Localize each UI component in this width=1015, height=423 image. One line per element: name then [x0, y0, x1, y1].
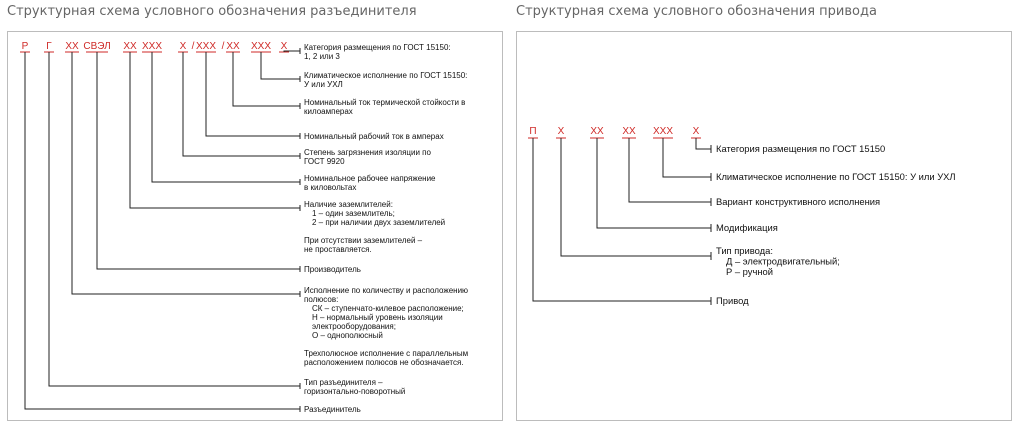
description-line: Н – нормальный уровень изоляции	[312, 313, 443, 322]
leader-line	[205, 52, 300, 137]
description-line: Тип разъединителя –	[304, 378, 383, 387]
description-line: Р – ручной	[726, 266, 773, 277]
description-line: У или УХЛ	[304, 80, 343, 89]
description-line: килоамперах	[304, 107, 353, 116]
description-line: 1, 2 или 3	[304, 52, 340, 61]
description-line: Вариант конструктивного исполнения	[716, 196, 880, 207]
description-line: Привод	[716, 295, 749, 306]
leader-line	[532, 138, 711, 302]
leader-line	[232, 52, 300, 107]
drive-heading: Структурная схема условного обозначения …	[516, 4, 877, 19]
description-line: Исполнение по количеству и расположению	[304, 286, 468, 295]
description-line: При отсутствии заземлителей –	[304, 236, 423, 245]
leader-line	[48, 52, 300, 387]
leader-line	[129, 52, 300, 209]
code-segment: ХХ	[622, 126, 636, 137]
description-line: в киловольтах	[304, 183, 356, 192]
description-line: 1 – один заземлитель;	[312, 209, 395, 218]
code-segment: П	[529, 126, 536, 137]
description-line: Модификация	[716, 222, 778, 233]
description-line: 2 – при наличии двух заземлителей	[312, 218, 445, 227]
description-line: Климатическое исполнение по ГОСТ 15150: …	[716, 171, 956, 182]
description-line: Степень загрязнения изоляции по	[304, 148, 431, 157]
description-line: ГОСТ 9920	[304, 157, 345, 166]
leader-line	[628, 138, 711, 203]
code-segment: ХХХ	[196, 41, 216, 52]
description-line: Категория размещения по ГОСТ 15150:	[304, 43, 451, 52]
description-line: горизонтально-поворотный	[304, 387, 405, 396]
description-line: Производитель	[304, 265, 361, 274]
code-segment: Х	[693, 126, 700, 137]
description-line: Трехполюсное исполнение с параллельным	[304, 349, 468, 358]
leader-line	[71, 52, 300, 295]
code-segment: ХХ	[226, 41, 240, 52]
code-segment: ХХ	[123, 41, 137, 52]
description-line: расположением полюсов не обозначается.	[304, 358, 464, 367]
description-line: Номинальное рабочее напряжение	[304, 174, 436, 183]
code-segment: ХХХ	[653, 126, 673, 137]
code-segment: Х	[180, 41, 187, 52]
leader-line	[96, 52, 300, 270]
leader-line	[695, 138, 711, 150]
description-line: Климатическое исполнение по ГОСТ 15150:	[304, 71, 467, 80]
description-line: Тип привода:	[716, 245, 773, 256]
leader-line	[260, 52, 300, 80]
leader-line	[560, 138, 711, 257]
leader-line	[662, 138, 711, 178]
description-line: О – однополюсный	[312, 331, 383, 340]
description-line: не проставляется.	[304, 245, 372, 254]
description-line: Д – электродвигательный;	[726, 256, 840, 267]
description-line: электрооборудования;	[312, 322, 396, 331]
code-segment: ХХ	[65, 41, 79, 52]
code-segment: /	[222, 41, 225, 52]
leader-line	[24, 52, 300, 410]
code-segment: Х	[281, 41, 288, 52]
code-segment: Г	[46, 41, 52, 52]
code-segment: ХХХ	[251, 41, 271, 52]
leader-line	[283, 50, 300, 52]
description-line: Категория размещения по ГОСТ 15150	[716, 143, 885, 154]
code-segment: ХХХ	[142, 41, 162, 52]
description-line: Номинальный ток термической стойкости в	[304, 98, 465, 107]
disconnector-heading: Структурная схема условного обозначения …	[7, 4, 417, 19]
description-line: Наличие заземлителей:	[304, 200, 393, 209]
code-segment: ХХ	[590, 126, 604, 137]
description-line: Разъединитель	[304, 405, 361, 414]
leader-line	[596, 138, 711, 229]
description-line: полюсов:	[304, 295, 338, 304]
description-line: СК – ступенчато-килевое расположение;	[312, 304, 464, 313]
description-line: Номинальный рабочий ток в амперах	[304, 132, 444, 141]
leader-line	[151, 52, 300, 183]
leader-line	[182, 52, 300, 157]
code-segment: Х	[558, 126, 565, 137]
code-segment: Р	[22, 41, 29, 52]
code-segment: СВЭЛ	[83, 41, 110, 52]
code-segment: /	[192, 41, 195, 52]
